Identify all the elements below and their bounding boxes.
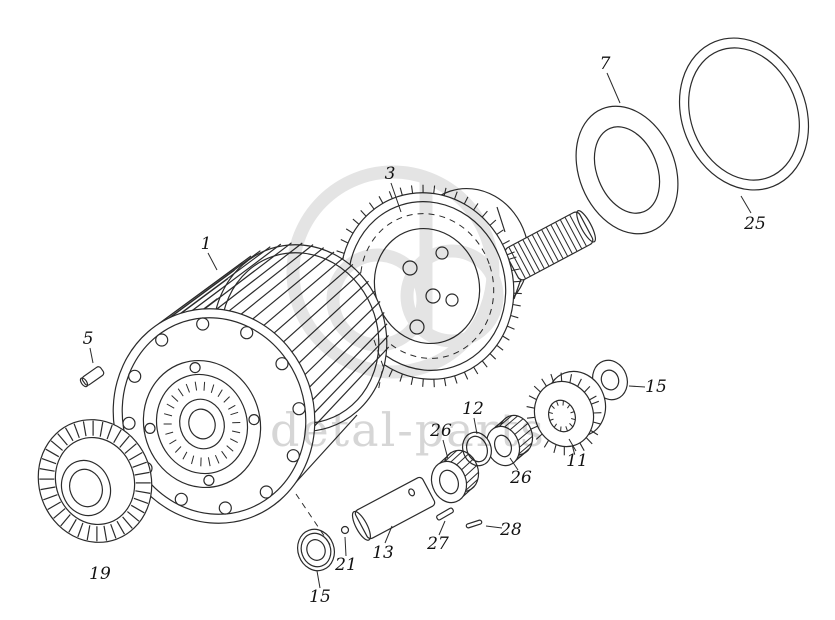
part-27-pin (436, 507, 454, 521)
part-26-cage-left (430, 449, 480, 504)
watermark-logo (286, 165, 504, 379)
part-25-ring (678, 37, 810, 191)
part-19-bearing (37, 419, 153, 543)
watermark-text: detal-parts (270, 403, 546, 457)
part-13-axle (351, 476, 436, 541)
hub-bore-splines (163, 381, 241, 467)
part-11-pinion (526, 370, 607, 456)
part-7-gasket (575, 105, 679, 235)
part-5-pin (79, 366, 105, 388)
leader-lines (89, 72, 752, 589)
part-15-washer-bottom (297, 528, 335, 572)
hub-face-slots (144, 362, 260, 486)
bearing-rollers (39, 420, 151, 542)
part-12-ring (462, 431, 492, 467)
watermark: detal-parts (270, 165, 546, 457)
part-1-hub (112, 242, 390, 524)
part-21-ball (340, 525, 350, 535)
pinion-bore-splines (548, 400, 576, 432)
pinion-teeth (526, 372, 602, 456)
part-28-pin (465, 519, 483, 529)
part-26-cage-right (485, 414, 534, 467)
